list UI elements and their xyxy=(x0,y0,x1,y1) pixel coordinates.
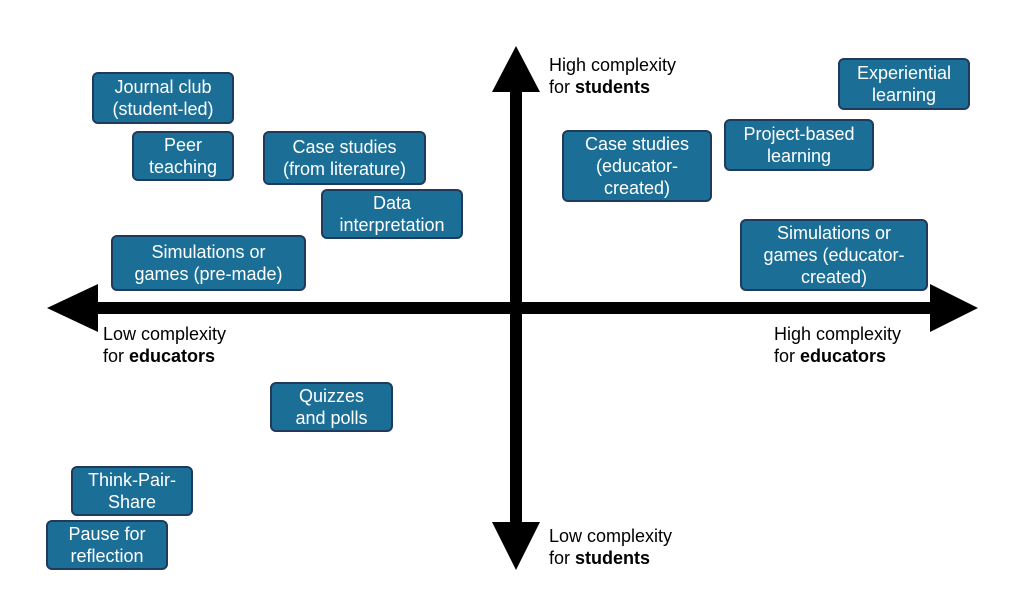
axis-label-right-bold: educators xyxy=(800,346,887,366)
box-think-pair-share: Think-Pair- Share xyxy=(71,466,193,516)
axis-label-left-line2: for educators xyxy=(103,345,226,367)
left-arrowhead xyxy=(47,284,98,332)
axis-label-top-line1: High complexity xyxy=(549,55,677,75)
box-case-studies-literature-line2: (from literature) xyxy=(282,159,407,179)
axis-label-bottom-line1: Low complexity xyxy=(549,526,673,546)
right-arrowhead xyxy=(930,284,978,332)
box-case-studies-educator: Case studies (educator- created) xyxy=(562,130,712,202)
box-data-interpretation: Data interpretation xyxy=(321,189,463,239)
box-experiential-line2: learning xyxy=(871,85,937,105)
box-quizzes-polls: Quizzes and polls xyxy=(270,382,393,432)
box-experiential: Experiential learning xyxy=(838,58,970,110)
axis-label-bottom-prefix: for xyxy=(549,548,576,568)
axis-label-top-bold: students xyxy=(575,77,651,97)
box-project-based-line2: learning xyxy=(766,146,832,166)
box-case-studies-literature: Case studies (from literature) xyxy=(263,131,426,185)
box-journal-club-line1: Journal club xyxy=(114,77,212,97)
box-simulations-educator-line1: Simulations or xyxy=(776,223,892,243)
box-case-studies-educator-line1: Case studies xyxy=(584,134,690,154)
box-case-studies-educator-line3: created) xyxy=(603,178,671,198)
axis-label-right-line2: for educators xyxy=(774,345,901,367)
axis-label-left-bold: educators xyxy=(129,346,216,366)
box-simulations-educator: Simulations or games (educator- created) xyxy=(740,219,928,291)
box-quizzes-polls-line2: and polls xyxy=(295,408,368,428)
box-simulations-premade: Simulations or games (pre-made) xyxy=(111,235,306,291)
box-journal-club: Journal club (student-led) xyxy=(92,72,234,124)
box-peer-teaching-line1: Peer xyxy=(163,135,203,155)
axis-label-left-line1: Low complexity xyxy=(103,324,227,344)
box-pause-reflection-line2: reflection xyxy=(70,546,144,566)
axis-label-right-prefix: for xyxy=(774,346,801,366)
box-simulations-premade-line1: Simulations or xyxy=(151,242,266,262)
box-project-based-line1: Project-based xyxy=(743,124,855,144)
box-think-pair-share-line1: Think-Pair- xyxy=(87,470,176,490)
box-data-interpretation-line2: interpretation xyxy=(339,215,445,235)
box-pause-reflection: Pause for reflection xyxy=(46,520,168,570)
box-case-studies-literature-line1: Case studies xyxy=(292,137,397,157)
box-simulations-educator-line3: created) xyxy=(800,267,868,287)
axis-label-left-prefix: for xyxy=(103,346,130,366)
box-simulations-premade-line2: games (pre-made) xyxy=(134,264,283,284)
box-quizzes-polls-line1: Quizzes xyxy=(298,386,365,406)
axis-label-right: High complexity for educators xyxy=(774,323,901,367)
up-arrowhead xyxy=(492,46,540,92)
box-think-pair-share-line2: Share xyxy=(107,492,157,512)
axis-label-left: Low complexity for educators xyxy=(103,323,226,367)
axis-label-bottom-line2: for students xyxy=(549,547,672,569)
axis-label-top-line2: for students xyxy=(549,76,676,98)
box-simulations-educator-line2: games (educator- xyxy=(763,245,905,265)
axis-label-right-line1: High complexity xyxy=(774,324,902,344)
box-case-studies-educator-line2: (educator- xyxy=(595,156,679,176)
box-pause-reflection-line1: Pause for xyxy=(68,524,146,544)
vertical-axis-line xyxy=(510,82,522,532)
box-data-interpretation-line1: Data xyxy=(372,193,412,213)
axis-label-bottom-bold: students xyxy=(575,548,651,568)
axis-label-top: High complexity for students xyxy=(549,54,676,98)
down-arrowhead xyxy=(492,522,540,570)
box-journal-club-line2: (student-led) xyxy=(112,99,214,119)
axis-label-bottom: Low complexity for students xyxy=(549,525,672,569)
box-experiential-line1: Experiential xyxy=(856,63,952,83)
box-project-based: Project-based learning xyxy=(724,119,874,171)
box-peer-teaching-line2: teaching xyxy=(148,157,218,177)
axis-label-top-prefix: for xyxy=(549,77,576,97)
box-peer-teaching: Peer teaching xyxy=(132,131,234,181)
